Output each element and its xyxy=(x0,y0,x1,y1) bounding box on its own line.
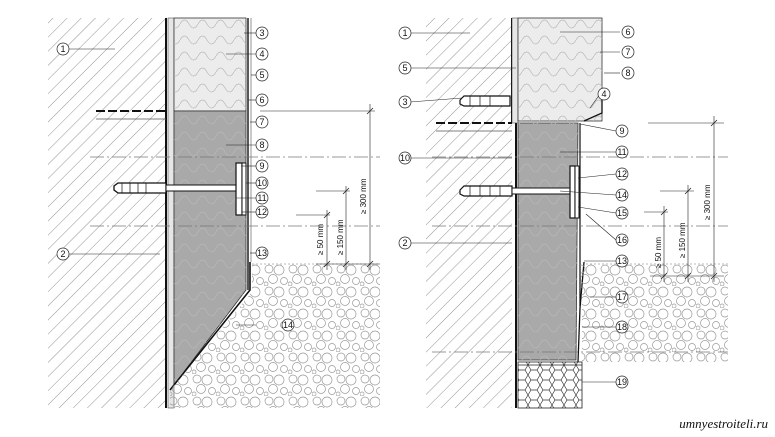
right-callout-7: 7 xyxy=(625,47,630,57)
left-callout-6: 6 xyxy=(259,95,264,105)
right-callout-3: 3 xyxy=(402,97,407,107)
right-gravel-backfill xyxy=(580,264,728,362)
right-callout-4: 4 xyxy=(601,89,606,99)
left-detail: ≥ 300 mm ≥ 150 mm ≥ 50 mm xyxy=(48,17,380,409)
left-anchor-plug xyxy=(113,182,167,194)
right-callout-18: 18 xyxy=(617,322,627,332)
watermark: umnyestroiteli.ru xyxy=(679,416,768,431)
right-callout-14: 14 xyxy=(617,190,627,200)
right-callout-17: 17 xyxy=(617,292,627,302)
right-dim-150-label: ≥ 150 mm xyxy=(678,222,687,258)
right-anchor-plug xyxy=(459,185,513,197)
left-masonry-wall xyxy=(48,18,166,408)
right-upper-anchor xyxy=(459,95,511,107)
left-callout-5: 5 xyxy=(259,70,264,80)
right-callout-16: 16 xyxy=(617,235,627,245)
right-callout-5: 5 xyxy=(402,63,407,73)
left-adhesive-layer xyxy=(167,17,175,409)
left-callout-10: 10 xyxy=(257,178,267,188)
left-callout-13: 13 xyxy=(257,248,267,258)
right-callout-2: 2 xyxy=(402,238,407,248)
right-callout-12: 12 xyxy=(617,169,627,179)
left-dim-300-label: ≥ 300 mm xyxy=(359,178,368,214)
right-callout-1: 1 xyxy=(402,28,407,38)
left-callout-3: 3 xyxy=(259,28,264,38)
left-callout-11: 11 xyxy=(257,193,266,203)
right-callout-8: 8 xyxy=(625,68,630,78)
left-callout-8: 8 xyxy=(259,140,264,150)
right-adhesive-layer xyxy=(511,17,519,124)
left-gravel-backfill xyxy=(170,264,380,408)
left-callout-1: 1 xyxy=(60,44,65,54)
right-callout-19: 19 xyxy=(617,377,627,387)
left-dim-50-label: ≥ 50 mm xyxy=(316,224,325,255)
right-drainage-board xyxy=(517,361,583,409)
right-callout-10: 10 xyxy=(400,153,410,163)
left-membrane xyxy=(169,262,251,391)
right-detail: ≥ 300 mm ≥ 150 mm ≥ 50 mm xyxy=(398,17,728,409)
left-callout-2: 2 xyxy=(60,249,65,259)
right-callout-6: 6 xyxy=(625,27,630,37)
right-callout-15: 15 xyxy=(617,208,627,218)
right-masonry-wall xyxy=(426,18,512,408)
right-callout-13: 13 xyxy=(617,256,627,266)
left-callout-9: 9 xyxy=(259,161,264,171)
right-dim-50-label: ≥ 50 mm xyxy=(654,237,663,268)
left-anchor-shaft xyxy=(165,184,237,192)
right-callout-9: 9 xyxy=(619,126,624,136)
left-callout-7: 7 xyxy=(259,117,264,127)
left-callout-4: 4 xyxy=(259,49,264,59)
left-anchor-plate xyxy=(235,162,243,216)
left-callout-12: 12 xyxy=(257,207,267,217)
right-dim-300-label: ≥ 300 mm xyxy=(703,184,712,220)
right-callout-11: 11 xyxy=(617,147,626,157)
left-callout-14: 14 xyxy=(283,320,293,330)
left-dim-150-label: ≥ 150 mm xyxy=(336,219,345,255)
